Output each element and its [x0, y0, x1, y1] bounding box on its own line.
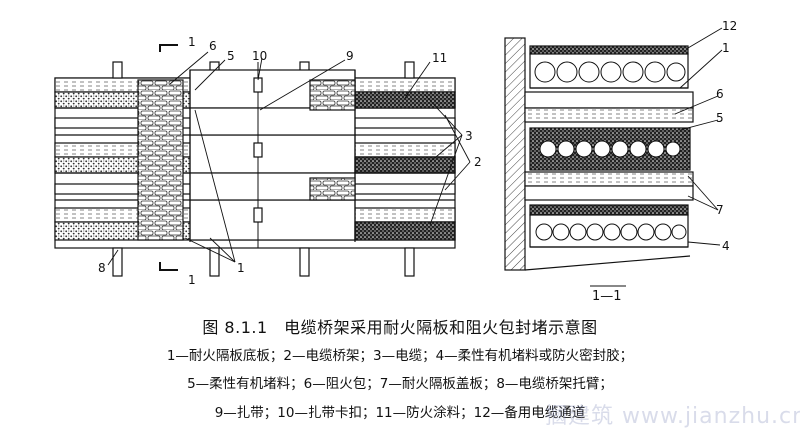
callout-section-6: 6	[716, 87, 724, 101]
callout-section-5: 5	[716, 111, 724, 125]
fire-stop-bags-left	[137, 79, 184, 241]
callout-plan-5: 5	[227, 49, 235, 63]
section-leaders	[674, 27, 723, 246]
cable-ties	[253, 62, 263, 248]
watermark: 摑建筑 www.jianzhu.cn	[545, 404, 800, 429]
callout-section-4: 4	[722, 239, 730, 253]
callout-section-12: 7	[716, 203, 724, 217]
legend-line-2: 5—柔性有机堵料；6—阻火包；7—耐火隔板盖板；8—电缆桥架托臂；	[187, 376, 613, 392]
callout-plan-8: 8	[98, 261, 106, 275]
wall	[504, 37, 526, 271]
section-cut-marks	[159, 44, 178, 271]
callout-plan-1: 1	[237, 261, 245, 275]
callout-plan-11: 11	[432, 51, 447, 65]
section-mark-top: 1	[188, 35, 196, 49]
legend-line-1: 1—耐火隔板底板；2—电缆桥架；3—电缆；4—柔性有机堵料或防火密封胶；	[166, 348, 634, 364]
fire-barrier-diagram: 1 1 1 2 3 5 6 8 9 10 11	[54, 19, 737, 304]
plan-callouts: 1 1 1 2 3 5 6 8 9 10 11	[98, 35, 482, 287]
barrier-board-1	[524, 107, 694, 123]
callout-section-7: 12	[722, 19, 737, 33]
callout-plan-2: 2	[474, 155, 482, 169]
callout-section-1: 1	[722, 41, 730, 55]
callout-plan-10: 10	[252, 49, 267, 63]
section-callouts: 12 1 6 5 7 4 1—1	[592, 19, 737, 304]
figure-title: 图 8.1.1 电缆桥架采用耐火隔板和阻火包封堵示意图	[202, 318, 598, 337]
section-cables	[534, 61, 687, 241]
callout-plan-6: 6	[209, 39, 217, 53]
plan-view	[54, 44, 456, 277]
legend-line-3: 9—扎带；10—扎带卡扣；11—防火涂料；12—备用电缆通道	[214, 405, 586, 421]
spare-channel-2	[524, 185, 694, 201]
section-mark-bottom: 1	[188, 273, 196, 287]
callout-plan-3: 3	[465, 129, 473, 143]
section-label: 1—1	[592, 289, 622, 304]
plan-leaders	[107, 51, 471, 266]
barrier-board-2	[524, 171, 694, 187]
fireproof-coating	[354, 91, 456, 241]
callout-plan-9: 9	[346, 49, 354, 63]
spare-channel-1	[524, 91, 694, 109]
